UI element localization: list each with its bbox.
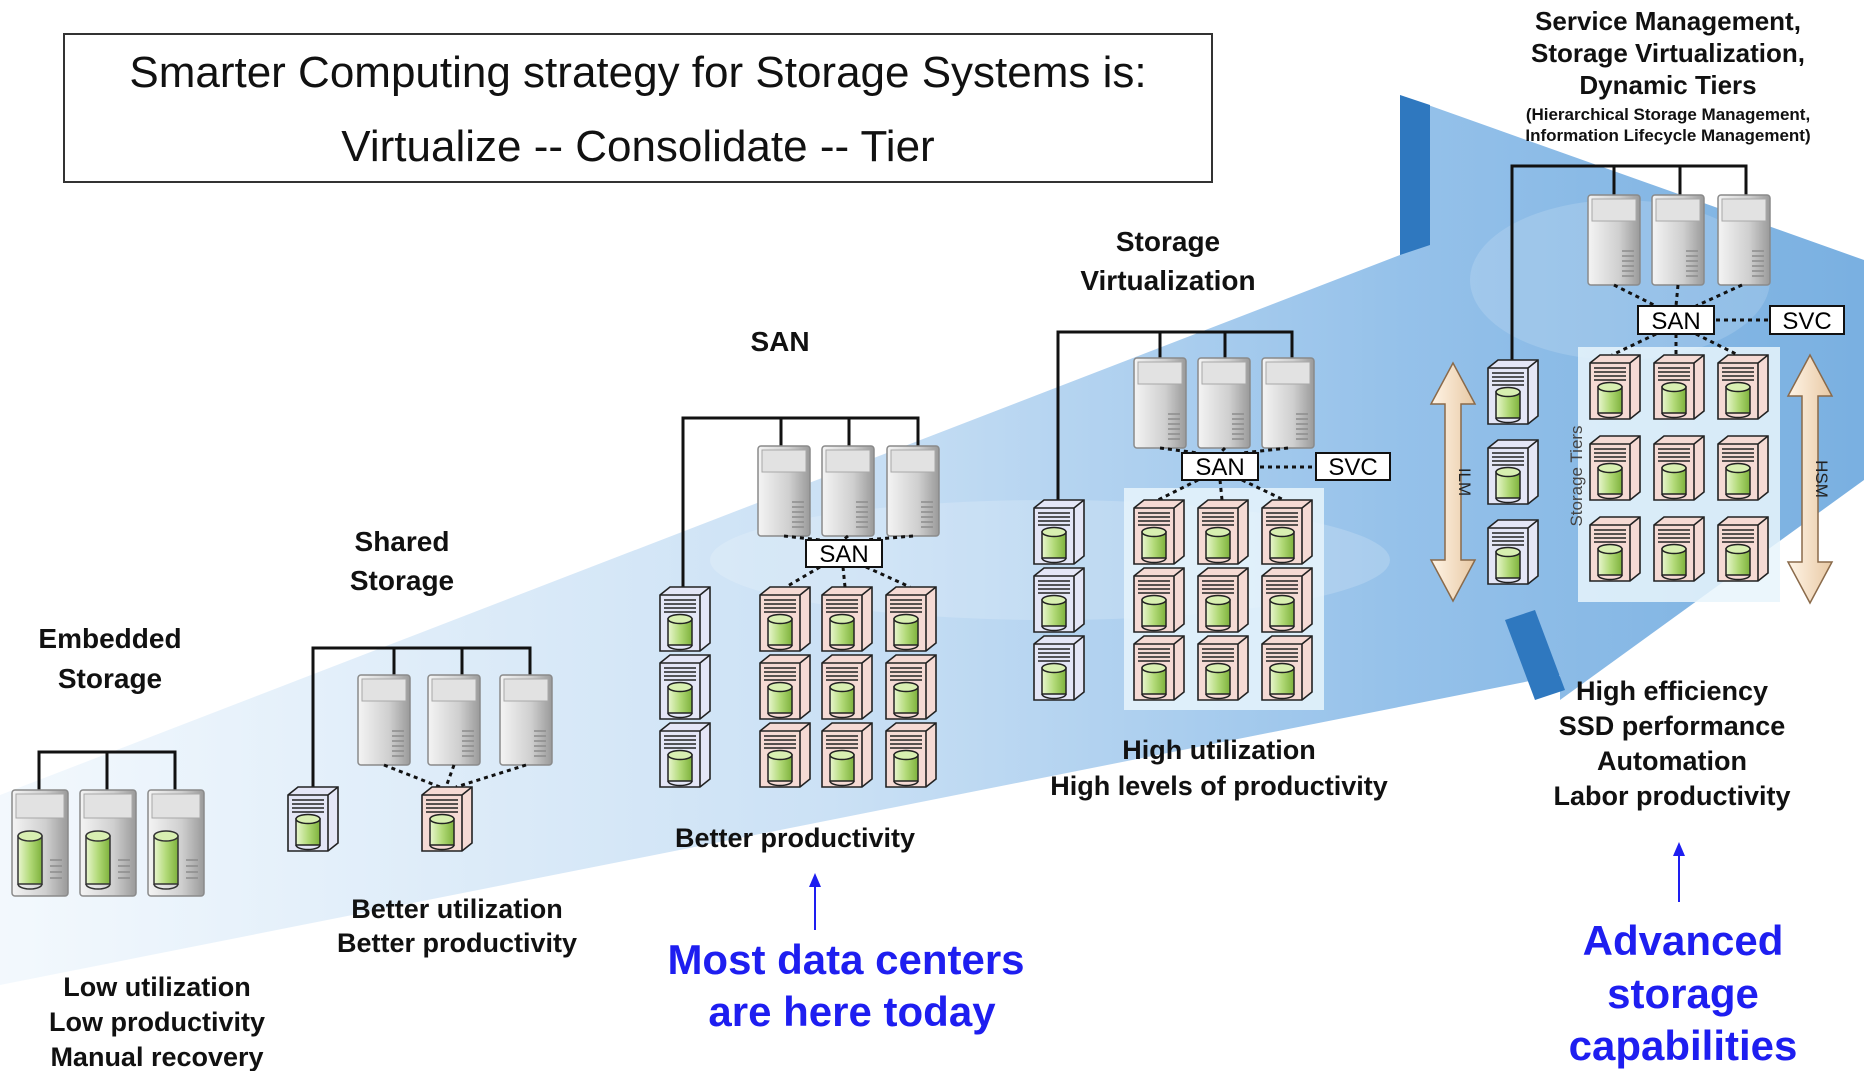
stage-embedded-storage: Embedded Storage Low utilization Low pro… — [11, 623, 265, 1071]
virtualization-svc-label: SVC — [1328, 454, 1377, 481]
tiers-benefit-4: Labor productivity — [1553, 781, 1790, 811]
ilm-double-arrow: ILM — [1429, 361, 1477, 603]
callout-advanced-line2: storage — [1607, 970, 1759, 1017]
shared-title-line1: Shared — [355, 526, 450, 557]
virtualization-san-label: SAN — [1195, 454, 1244, 481]
storage-tiers-label: Storage Tiers — [1567, 425, 1586, 526]
strategy-title-box: Smarter Computing strategy for Storage S… — [63, 33, 1213, 183]
virtualization-title-line2: Virtualization — [1080, 265, 1255, 296]
tiers-svc-label: SVC — [1782, 308, 1831, 335]
tiers-svc-box — [1769, 305, 1845, 335]
san-server-2 — [821, 445, 875, 537]
tiers-san-switch — [1637, 305, 1715, 335]
embedded-benefit-3: Manual recovery — [50, 1042, 263, 1071]
tiers-subtitle-line1: (Hierarchical Storage Management, — [1526, 105, 1810, 124]
embedded-server-2 — [79, 789, 137, 897]
tiers-host-disk-1 — [1488, 360, 1538, 424]
virtualization-svc-box — [1315, 452, 1391, 481]
hsm-double-arrow: HSM — [1786, 353, 1834, 605]
tiers-storage-array — [1590, 355, 1768, 581]
tiers-subtitle-line2: Information Lifecycle Management) — [1525, 126, 1810, 145]
callout-today-line1: Most data centers — [667, 936, 1024, 983]
embedded-benefit-1: Low utilization — [63, 972, 250, 1002]
shared-storage-cabinet-1 — [288, 787, 338, 851]
stage-san: SAN SAN Better productivity — [660, 326, 940, 853]
san-host-disk-2 — [660, 655, 710, 719]
embedded-title-line1: Embedded — [38, 623, 181, 654]
tiers-server-1 — [1587, 194, 1641, 286]
tiers-benefit-3: Automation — [1597, 746, 1747, 776]
callout-today-arrowhead — [809, 873, 821, 887]
callout-today: Most data centers are here today — [667, 873, 1025, 1035]
callout-advanced: Advanced storage capabilities — [1569, 842, 1798, 1069]
ilm-label: ILM — [1455, 468, 1474, 496]
stage-dynamic-tiers: Service Management, Storage Virtualizati… — [1429, 6, 1845, 811]
virtualization-storage-array — [1134, 500, 1312, 700]
san-benefit-1: Better productivity — [675, 823, 915, 853]
tiers-title-line1: Service Management, — [1535, 6, 1801, 36]
virtualization-benefit-2: High levels of productivity — [1050, 771, 1388, 801]
callout-advanced-line3: capabilities — [1569, 1022, 1798, 1069]
virtualization-title-line1: Storage — [1116, 226, 1220, 257]
embedded-title-line2: Storage — [58, 663, 162, 694]
tiers-san-label: SAN — [1651, 308, 1700, 335]
san-switch — [805, 539, 883, 568]
san-title: SAN — [750, 326, 809, 357]
hsm-label: HSM — [1812, 460, 1831, 498]
virtualization-server-2 — [1197, 357, 1251, 449]
tiers-server-2 — [1651, 194, 1705, 286]
virtualization-host-disk-3 — [1034, 636, 1084, 700]
shared-benefit-2: Better productivity — [337, 928, 577, 958]
shared-server-2 — [427, 674, 481, 766]
tiers-benefit-2: SSD performance — [1559, 711, 1786, 741]
san-switch-label: SAN — [819, 541, 868, 568]
shared-server-1 — [357, 674, 411, 766]
san-server-3 — [886, 445, 940, 537]
shared-server-3 — [499, 674, 553, 766]
embedded-server-1 — [11, 789, 69, 897]
tiers-server-3 — [1717, 194, 1771, 286]
callout-advanced-arrowhead — [1673, 842, 1685, 856]
shared-title-line2: Storage — [350, 565, 454, 596]
virtualization-server-1 — [1133, 357, 1187, 449]
san-server-1 — [757, 445, 811, 537]
shared-storage-cabinet-2 — [422, 787, 472, 851]
tiers-host-disk-3 — [1488, 520, 1538, 584]
san-host-disk-3 — [660, 723, 710, 787]
virtualization-san-switch — [1181, 452, 1259, 481]
strategy-title-line1: Smarter Computing strategy for Storage S… — [129, 48, 1147, 97]
virtualization-host-disk-2 — [1034, 568, 1084, 632]
san-host-disk-1 — [660, 587, 710, 651]
tiers-title-line2: Storage Virtualization, — [1531, 38, 1805, 68]
embedded-server-3 — [147, 789, 205, 897]
stage-shared-storage: Shared Storage Better utilization Better… — [288, 526, 577, 958]
callout-today-line2: are here today — [708, 988, 996, 1035]
tiers-host-disk-2 — [1488, 440, 1538, 504]
stage-storage-virtualization: Storage Virtualization SAN SVC — [1034, 226, 1391, 801]
callout-advanced-line1: Advanced — [1583, 917, 1784, 964]
embedded-benefit-2: Low productivity — [49, 1007, 265, 1037]
tiers-benefit-1: High efficiency — [1576, 676, 1768, 706]
virtualization-host-disk-1 — [1034, 500, 1084, 564]
tiers-title-line3: Dynamic Tiers — [1579, 70, 1756, 100]
virtualization-benefit-1: High utilization — [1122, 735, 1315, 765]
strategy-title-line2: Virtualize -- Consolidate -- Tier — [341, 122, 935, 171]
virtualization-server-3 — [1261, 357, 1315, 449]
shared-benefit-1: Better utilization — [351, 894, 563, 924]
san-storage-array — [760, 587, 936, 787]
